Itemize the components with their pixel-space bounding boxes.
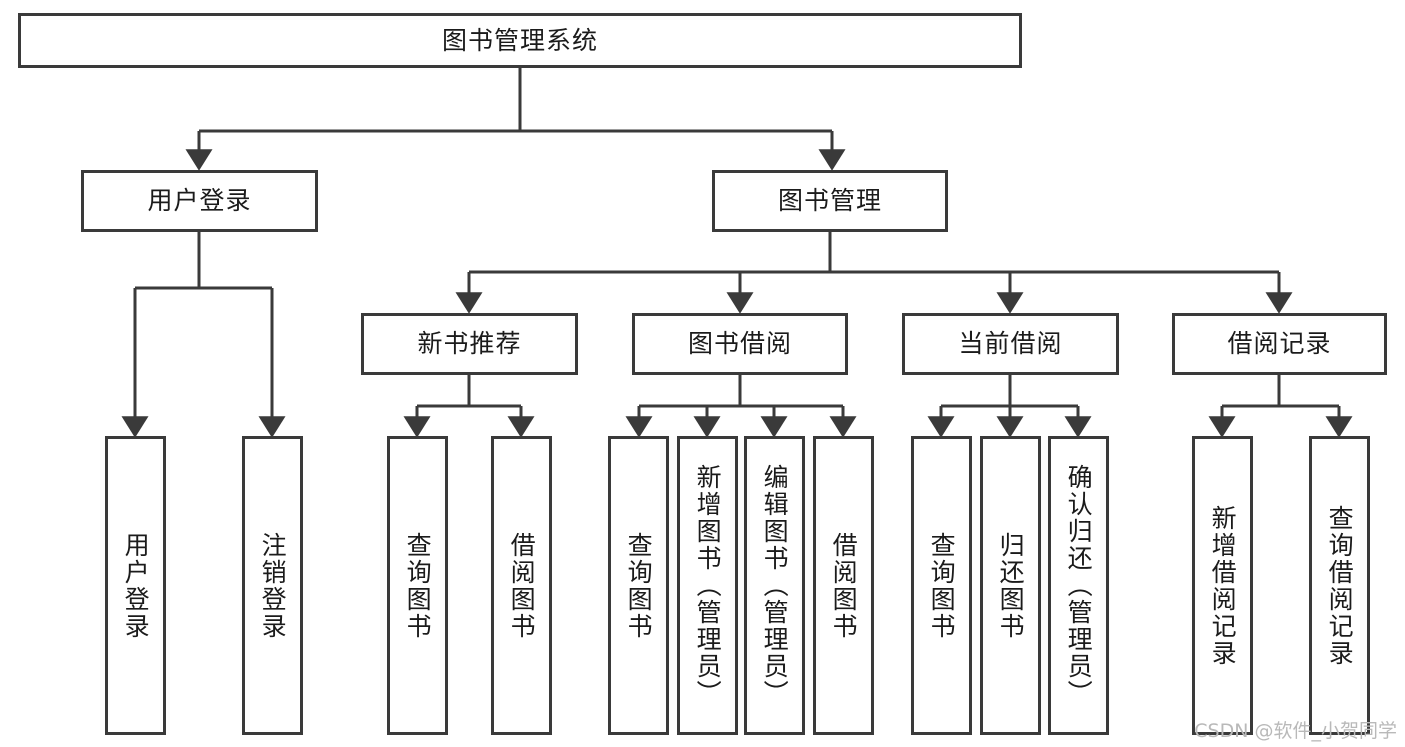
node-book-management[interactable]: 图书管理 bbox=[712, 170, 948, 232]
csdn-watermark: CSDN @软件_小贺同学 bbox=[1194, 720, 1397, 742]
node-current-borrow[interactable]: 当前借阅 bbox=[902, 313, 1119, 375]
leaf-edit-book-admin[interactable]: 编辑图书（管理员） bbox=[744, 436, 805, 735]
leaf-add-borrow-record[interactable]: 新增借阅记录 bbox=[1192, 436, 1253, 735]
leaf-user-login[interactable]: 用户登录 bbox=[105, 436, 166, 735]
node-book-borrow[interactable]: 图书借阅 bbox=[632, 313, 848, 375]
node-user-login[interactable]: 用户登录 bbox=[81, 170, 318, 232]
leaf-confirm-return-admin[interactable]: 确认归还（管理员） bbox=[1048, 436, 1109, 735]
node-label: 新增借阅记录 bbox=[1208, 504, 1238, 667]
node-label: 用户登录 bbox=[121, 531, 151, 640]
leaf-add-book-admin[interactable]: 新增图书（管理员） bbox=[677, 436, 738, 735]
node-label: 图书借阅 bbox=[687, 329, 792, 359]
node-label: 借阅图书 bbox=[507, 531, 537, 640]
leaf-borrow-book-new-book[interactable]: 借阅图书 bbox=[491, 436, 552, 735]
node-label: 查询图书 bbox=[927, 531, 957, 640]
node-label: 图书管理 bbox=[777, 186, 882, 216]
node-new-book-recommendation[interactable]: 新书推荐 bbox=[361, 313, 578, 375]
node-label: 归还图书 bbox=[996, 531, 1026, 640]
node-label: 新增图书（管理员） bbox=[693, 464, 723, 707]
node-root-book-management-system[interactable]: 图书管理系统 bbox=[18, 13, 1022, 68]
leaf-query-borrow-record[interactable]: 查询借阅记录 bbox=[1309, 436, 1370, 735]
node-label: 借阅记录 bbox=[1227, 329, 1332, 359]
leaf-return-book[interactable]: 归还图书 bbox=[980, 436, 1041, 735]
leaf-query-book-borrow[interactable]: 查询图书 bbox=[608, 436, 669, 735]
leaf-borrow-book-borrow[interactable]: 借阅图书 bbox=[813, 436, 874, 735]
node-label: 查询借阅记录 bbox=[1325, 504, 1355, 667]
node-label: 用户登录 bbox=[147, 186, 252, 216]
node-borrow-record[interactable]: 借阅记录 bbox=[1172, 313, 1387, 375]
node-label: 新书推荐 bbox=[417, 329, 522, 359]
node-label: 编辑图书（管理员） bbox=[760, 464, 790, 707]
node-label: 查询图书 bbox=[624, 531, 654, 640]
node-label: 借阅图书 bbox=[829, 531, 859, 640]
leaf-query-book-current[interactable]: 查询图书 bbox=[911, 436, 972, 735]
node-label: 图书管理系统 bbox=[441, 25, 598, 55]
leaf-logout-login[interactable]: 注销登录 bbox=[242, 436, 303, 735]
node-label: 确认归还（管理员） bbox=[1064, 464, 1094, 707]
node-label: 当前借阅 bbox=[958, 329, 1063, 359]
leaf-query-book-new-book[interactable]: 查询图书 bbox=[387, 436, 448, 735]
node-label: 查询图书 bbox=[403, 531, 433, 640]
node-label: 注销登录 bbox=[258, 531, 288, 640]
